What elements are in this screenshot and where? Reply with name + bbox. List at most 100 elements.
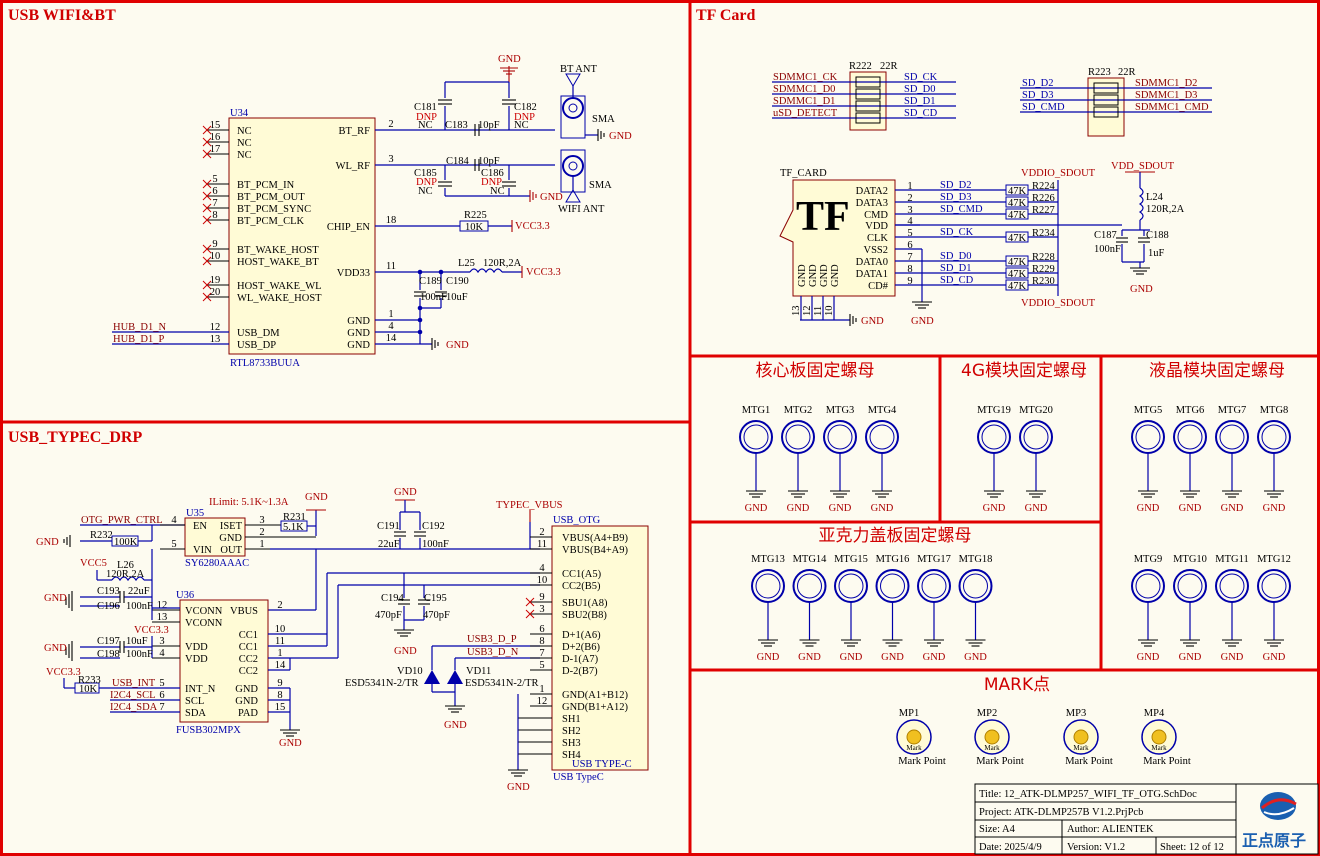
tf-gnd-pin-number: 11 — [813, 306, 824, 316]
l25-label: L25 — [458, 258, 475, 269]
c196-label: C196 — [97, 601, 120, 612]
u34-pin-name: NC — [237, 126, 252, 137]
tf-pullup-ref: R227 — [1032, 205, 1055, 216]
tf-pullup-value: 47K — [1008, 281, 1027, 292]
vcc33-label: VCC3.3 — [515, 221, 550, 232]
gnd-label: GND — [911, 316, 934, 327]
c186-nc: NC — [490, 186, 505, 197]
u34-pin-number: 4 — [388, 321, 394, 332]
u34-pin-name: BT_PCM_OUT — [237, 192, 305, 203]
r222-right-net: SD_D0 — [904, 84, 936, 95]
usb-connector-pins: VBUS(A4+B9)2VBUS(B4+A9)11CC1(A5)4CC2(B5)… — [518, 527, 629, 761]
u35-pin-name: EN — [193, 521, 207, 532]
l24-value: 120R,2A — [1146, 204, 1185, 215]
r222-label: R222 — [849, 61, 872, 72]
tf-pin-name: CLK — [867, 233, 888, 244]
usb-conn-pin-name: SH3 — [562, 738, 581, 749]
c192-label: C192 — [422, 521, 445, 532]
tf-pin-name: VDD — [865, 221, 888, 232]
r222-left-net: SDMMC1_D0 — [773, 84, 835, 95]
usb-typec-section: ILimit: 5.1K~1.3A OTG_PWR_CTRL U35 SY628… — [36, 487, 649, 793]
u34-pin-name: HOST_WAKE_BT — [237, 257, 319, 268]
tf-ref: TF_CARD — [780, 168, 827, 179]
r223-element — [1093, 82, 1119, 94]
r223-element — [1093, 106, 1119, 118]
c191-label: C191 — [377, 521, 400, 532]
c197-value: 10uF — [126, 636, 148, 647]
tf-pin-number: 1 — [907, 181, 912, 192]
tf-pullup-value: 47K — [1008, 210, 1027, 221]
c190-value: 10uF — [446, 292, 468, 303]
mtg-ring-outer — [1131, 569, 1165, 603]
no-connect-mark — [202, 137, 212, 147]
no-connect-mark — [202, 191, 212, 201]
u34-pin-number: 13 — [210, 334, 221, 345]
tf-gnd-pin-name: GND — [819, 264, 830, 287]
gnd-label: GND — [36, 537, 59, 548]
u34-pin-number: 1 — [388, 309, 393, 320]
gnd-label: GND — [540, 192, 563, 203]
u35-body — [184, 517, 246, 557]
c189-value: 100nF — [420, 292, 447, 303]
usb-conn-pin-number: 8 — [539, 636, 544, 647]
mtg-ring-outer — [1215, 420, 1249, 454]
u35-pin-number: 5 — [171, 539, 176, 550]
tf-net-label: SD_CK — [940, 227, 974, 238]
mark-point-label: Mark Point — [898, 756, 946, 767]
mtg-ring-outer — [739, 420, 773, 454]
r222-left-net: uSD_DETECT — [773, 108, 838, 119]
u34-pin-name: BT_PCM_IN — [237, 180, 295, 191]
u34-pin-number: 5 — [212, 174, 217, 185]
usb-conn-pin-number: 6 — [539, 624, 544, 635]
mark-point-ref: MP2 — [977, 708, 997, 719]
u36-pin-number: 11 — [275, 636, 285, 647]
u34-pin-name: BT_PCM_CLK — [237, 216, 305, 227]
usb-conn-pin-name: CC1(A5) — [562, 569, 602, 580]
mtg-ring-inner — [1135, 573, 1161, 599]
u36-pin-name: CC2 — [239, 666, 258, 677]
c198-value: 100nF — [126, 649, 153, 660]
r222-value: 22R — [880, 61, 898, 72]
u34-pin-number: 16 — [210, 132, 221, 143]
mtg-label: MTG7 — [1218, 405, 1247, 416]
u36-pin-name: INT_N — [185, 684, 216, 695]
mtg-ring-outer — [781, 420, 815, 454]
vd10-part: ESD5341N-2/TR — [345, 678, 419, 689]
no-connect-mark — [202, 256, 212, 266]
logo-text: 正点原子 — [1242, 831, 1306, 850]
u35-pin-number: 1 — [259, 539, 264, 550]
section-title-mark: MARK点 — [984, 675, 1050, 695]
mtg-ring-inner — [1219, 424, 1245, 450]
u36-pin-name: VBUS — [230, 606, 258, 617]
tf-pin-number: 6 — [907, 240, 912, 251]
r223-value: 22R — [1118, 67, 1136, 78]
vd11-part: ESD5341N-2/TR — [465, 678, 539, 689]
c185-dnp: DNP — [416, 177, 437, 188]
mtg-ring-inner — [827, 424, 853, 450]
mtg-gnd-label: GND — [1263, 503, 1286, 514]
tf-pullup-ref: R224 — [1032, 181, 1056, 192]
mtg-label: MTG12 — [1257, 554, 1291, 565]
u36-ref: U36 — [176, 590, 194, 601]
mtg-ring-outer — [1173, 569, 1207, 603]
u34-pin-name: WL_WAKE_HOST — [237, 293, 322, 304]
tf-pin-name: CMD — [864, 210, 888, 221]
mtg-ring-outer — [1257, 569, 1291, 603]
tf-pin-number: 9 — [907, 276, 912, 287]
c186-dnp: DNP — [481, 177, 502, 188]
mtg-gnd-label: GND — [1221, 652, 1244, 663]
c197-label: C197 — [97, 636, 120, 647]
tf-pullup-value: 47K — [1008, 257, 1027, 268]
